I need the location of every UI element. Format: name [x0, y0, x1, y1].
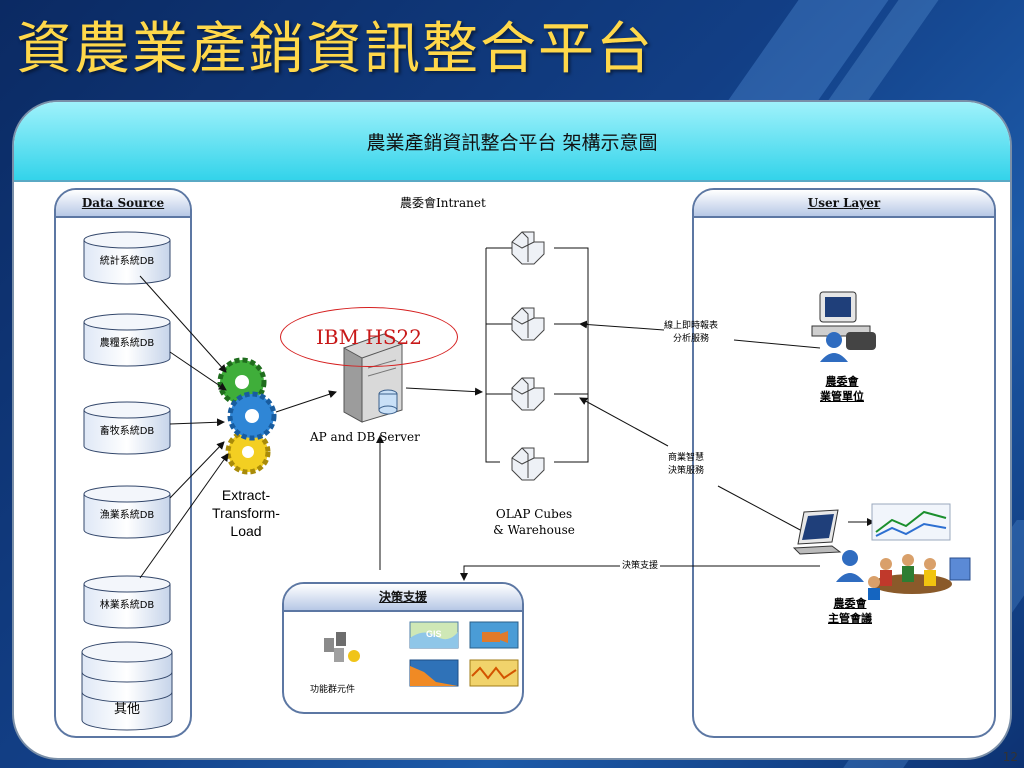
etl-gears-icon: [217, 357, 277, 475]
bi-service-label: 商業智慧 決策服務: [668, 453, 705, 476]
gis-map-icon: [409, 621, 459, 649]
database-label: 畜牧系統DB: [99, 426, 155, 437]
trend-chart-icon: [871, 503, 951, 541]
database-label-other: 其他: [113, 702, 140, 717]
diagram-graphics: [81, 231, 971, 731]
database-label: 農糧系統DB: [99, 338, 155, 349]
olap-cube-icons: [511, 231, 545, 481]
component-label: 功能群元件: [310, 685, 356, 695]
database-label: 漁業系統DB: [99, 510, 155, 521]
user-workstation-icon: [811, 291, 876, 362]
user-laptop-icon: [792, 509, 864, 582]
database-label: 林業系統DB: [99, 600, 155, 611]
ibm-server-label: IBM HS22: [280, 307, 458, 367]
etl-label: Extract- Transform- Load: [212, 487, 280, 539]
area-chart-icon: [409, 659, 459, 687]
user-dept-label: 農委會 業管單位: [820, 375, 864, 403]
slide-title: 資農業產銷資訊整合平台: [16, 17, 654, 82]
decision-flow-label: 決策支援: [620, 560, 661, 573]
wave-chart-icon: [469, 659, 519, 687]
diagram-title: 農業產銷資訊整合平台 架構示意圖: [366, 131, 658, 154]
user-layer-header: User Layer: [694, 190, 994, 218]
user-meeting-label: 農委會 主管會議: [828, 597, 872, 625]
gis-label: GIS: [426, 629, 442, 639]
data-source-header: Data Source: [56, 190, 190, 218]
etl-input-arrows: [139, 275, 337, 579]
page-number: 12: [1002, 750, 1018, 764]
olap-label: OLAP Cubes & Warehouse: [493, 507, 575, 537]
intranet-label: 農委會Intranet: [400, 196, 486, 210]
user-layer-panel: User Layer: [692, 188, 996, 738]
server-connectors: [376, 247, 589, 570]
architecture-diagram: 農業產銷資訊整合平台 架構示意圖 Data Source User Layer …: [12, 100, 1012, 760]
database-cylinders: [81, 231, 173, 731]
server-label: AP and DB Server: [310, 430, 420, 444]
database-label: 統計系統DB: [99, 256, 155, 267]
decision-support-header: 決策支援: [284, 584, 522, 612]
video-tile-icon: [469, 621, 519, 649]
user-layer-arrows: [460, 320, 875, 581]
diagram-banner: 農業產銷資訊整合平台 架構示意圖: [14, 102, 1010, 182]
realtime-report-label: 線上即時報表 分析服務: [664, 321, 719, 344]
component-icon: [324, 632, 360, 662]
meeting-icon: [868, 554, 971, 600]
